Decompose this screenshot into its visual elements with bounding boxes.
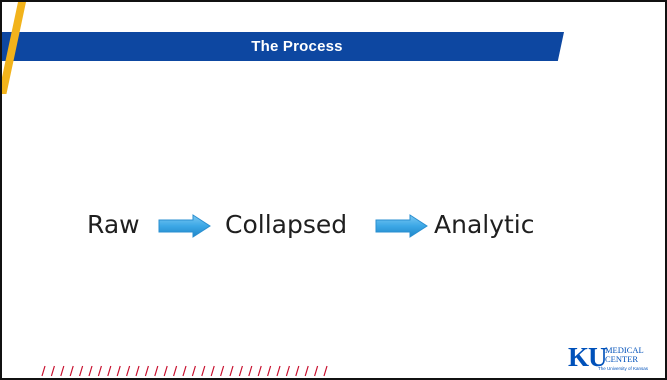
logo-line-center: CENTER [605, 354, 639, 364]
slash-mark [257, 365, 262, 377]
slash-mark [69, 365, 74, 377]
slash-mark [154, 365, 159, 377]
decorative-slashes [41, 365, 328, 377]
slash-mark [144, 365, 149, 377]
slash-mark [60, 365, 65, 377]
slash-mark [323, 365, 328, 377]
process-flow: Raw Collapsed Analytic [2, 205, 665, 245]
slash-mark [276, 365, 281, 377]
slash-mark [220, 365, 225, 377]
slash-mark [229, 365, 234, 377]
slash-mark [304, 365, 309, 377]
slash-mark [267, 365, 272, 377]
slash-mark [135, 365, 140, 377]
slash-mark [285, 365, 290, 377]
slash-mark [88, 365, 93, 377]
slide-title: The Process [251, 38, 343, 55]
slash-mark [116, 365, 121, 377]
step-raw: Raw [87, 210, 140, 239]
slash-mark [191, 365, 196, 377]
step-collapsed: Collapsed [225, 210, 348, 239]
logo-line-medical: MEDICAL [605, 345, 644, 355]
slash-mark [41, 365, 46, 377]
slash-mark [182, 365, 187, 377]
slash-mark [97, 365, 102, 377]
step-analytic: Analytic [434, 210, 535, 239]
slash-mark [210, 365, 215, 377]
slash-mark [107, 365, 112, 377]
logo-subtitle: The University of Kansas [598, 366, 649, 371]
logo-mark: KU [568, 342, 607, 372]
right-arrow-icon [158, 214, 211, 238]
right-arrow-icon [375, 214, 428, 238]
slash-mark [173, 365, 178, 377]
ku-medical-center-logo: KU MEDICAL CENTER The University of Kans… [568, 342, 650, 374]
slash-mark [50, 365, 55, 377]
slash-mark [79, 365, 84, 377]
slash-mark [201, 365, 206, 377]
slash-mark [163, 365, 168, 377]
slash-mark [314, 365, 319, 377]
slash-mark [295, 365, 300, 377]
slash-mark [238, 365, 243, 377]
slash-mark [248, 365, 253, 377]
slash-mark [126, 365, 131, 377]
